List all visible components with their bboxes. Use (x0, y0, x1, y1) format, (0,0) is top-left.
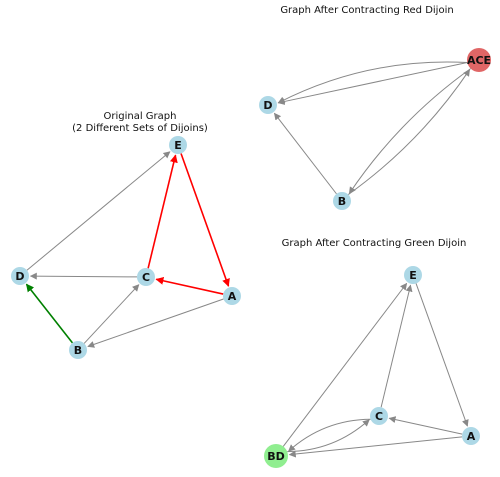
node-label-original-A: A (228, 290, 237, 303)
edge-original-A-to-C (155, 276, 224, 295)
edge-original-E-to-A (180, 153, 230, 287)
node-label-red-contracted-B: B (338, 195, 346, 208)
edge-original-C-to-D (29, 272, 138, 280)
edge-original-D-to-E (26, 151, 171, 271)
edge-green-contracted-E-to-A (415, 283, 469, 427)
node-label-red-contracted-D: D (263, 99, 272, 112)
panel-original-title-line-2: (2 Different Sets of Dijoins) (72, 123, 208, 134)
node-red-contracted-D (259, 96, 277, 114)
edge-red-contracted-ACE-to-D (277, 61, 468, 104)
node-label-green-contracted-A: A (467, 430, 476, 443)
node-red-contracted-ACE (467, 48, 491, 72)
edge-original-A-to-B (87, 298, 224, 348)
node-label-original-C: C (142, 271, 150, 284)
edge-red-contracted-ACE-to-B (348, 68, 471, 195)
edge-original-B-to-C (83, 284, 140, 344)
node-green-contracted-C (370, 407, 388, 425)
panel-red-contracted-nodes: ACE D B (259, 48, 491, 210)
panel-original-edges (25, 151, 230, 348)
panel-red-contracted-title: Graph After Contracting Red Dijoin (280, 5, 453, 16)
panel-red-contracted: Graph After Contracting Red Dijoin ACE D B (259, 5, 491, 210)
node-original-E (169, 136, 187, 154)
node-label-original-D: D (15, 270, 24, 283)
node-original-B (69, 341, 87, 359)
node-green-contracted-BD (264, 444, 288, 468)
edge-green-contracted-A-to-BD (288, 436, 463, 458)
node-original-D (11, 267, 29, 285)
node-original-C (137, 268, 155, 286)
node-green-contracted-A (462, 427, 480, 445)
edge-green-contracted-BD-to-E (282, 282, 408, 447)
edge-green-contracted-C-to-BD (288, 418, 371, 452)
edge-green-contracted-A-to-C (388, 416, 463, 435)
node-label-original-E: E (174, 139, 182, 152)
edge-original-B-to-D (25, 283, 74, 344)
panel-red-contracted-edges (273, 61, 471, 195)
panel-green-contracted-title: Graph After Contracting Green Dijoin (282, 238, 467, 249)
node-label-green-contracted-C: C (375, 410, 383, 423)
panel-original-nodes: E D C A B (11, 136, 241, 359)
node-label-original-B: B (74, 344, 82, 357)
edge-red-contracted-B-to-ACE (347, 69, 471, 195)
edge-red-contracted-ACE-to-D (277, 62, 468, 105)
edge-green-contracted-BD-to-C (287, 419, 370, 453)
node-label-red-contracted-ACE: ACE (467, 54, 491, 67)
panel-green-contracted-nodes: E C A BD (264, 266, 480, 468)
edge-green-contracted-C-to-E (380, 284, 413, 408)
node-original-A (223, 287, 241, 305)
panel-original-title-line-1: Original Graph (104, 111, 177, 122)
node-green-contracted-E (404, 266, 422, 284)
panel-original: Original Graph (2 Different Sets of Dijo… (11, 111, 241, 359)
node-red-contracted-B (333, 192, 351, 210)
edge-red-contracted-B-to-D (273, 112, 337, 195)
node-label-green-contracted-E: E (409, 269, 417, 282)
node-label-green-contracted-BD: BD (267, 450, 285, 463)
panel-green-contracted-edges (282, 282, 469, 458)
edge-original-C-to-E (147, 154, 178, 269)
panel-green-contracted: Graph After Contracting Green Dijoin E C A… (264, 238, 480, 468)
